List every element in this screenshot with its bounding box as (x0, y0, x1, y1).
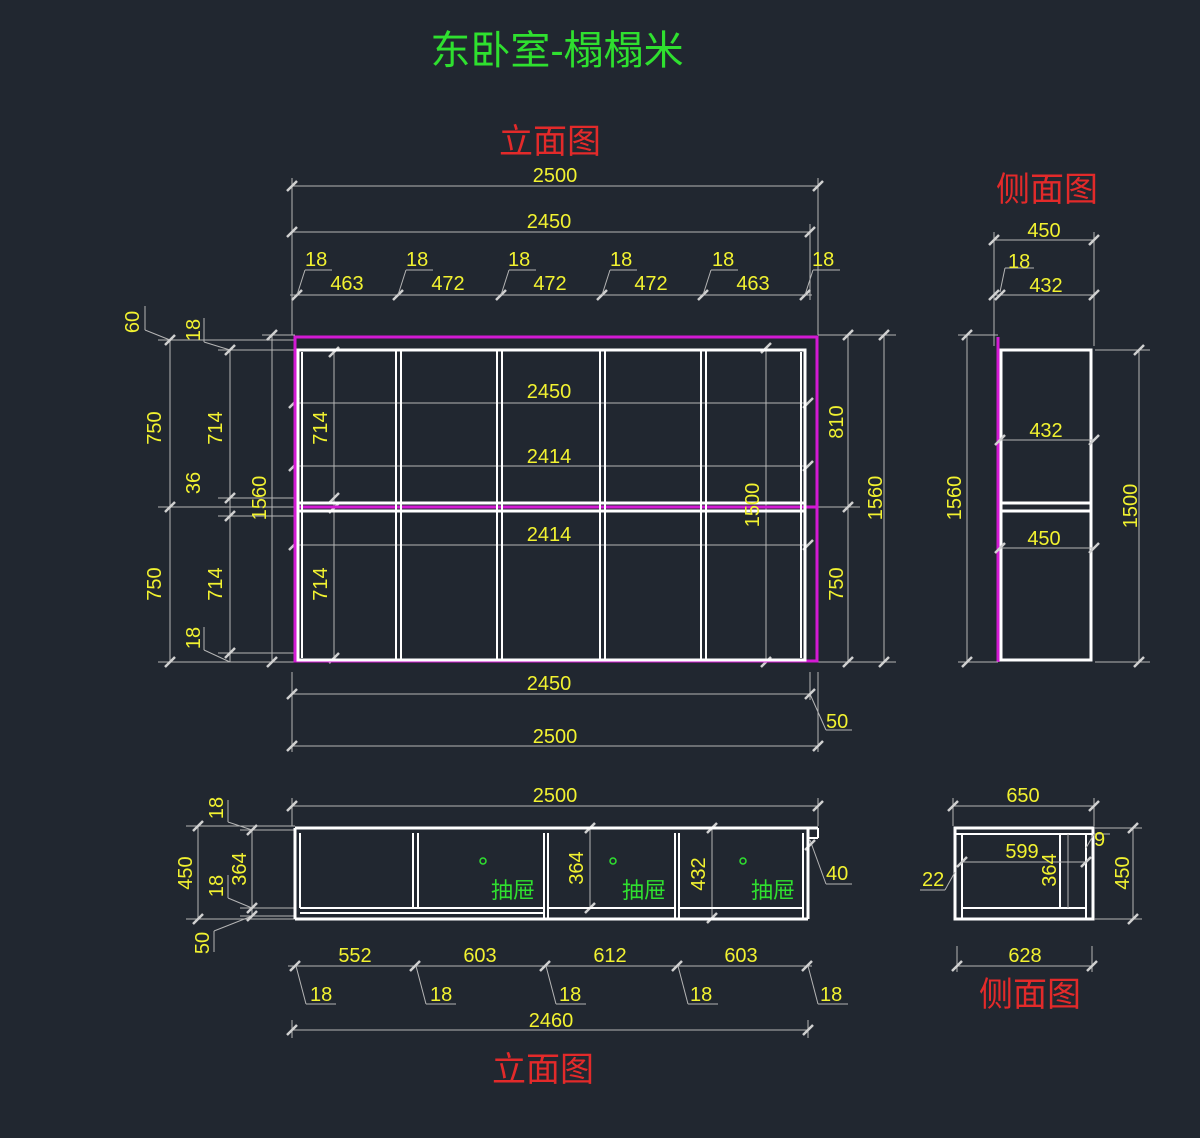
dim-side-inner-depth: 432 (1029, 275, 1062, 297)
drawing-title: 东卧室-榻榻米 (430, 29, 683, 73)
dim-left: 18 (183, 319, 205, 341)
dim-drawer-height: 364 (566, 851, 588, 884)
dim-inner-height: 714 (310, 411, 332, 444)
dim-bottom-side-depth: 650 (1006, 785, 1039, 807)
dim-bottom-board: 18 (690, 984, 712, 1006)
dim-board: 18 (812, 249, 834, 271)
dim-bottom-bay: 612 (593, 945, 626, 967)
dim-bottom-left: 18 (206, 797, 228, 819)
dim-right: 810 (826, 405, 848, 438)
dim-bottom-bay: 603 (463, 945, 496, 967)
dim-bottom-right: 40 (826, 863, 848, 885)
dim-bottom-bay: 552 (338, 945, 371, 967)
dim-center: 2450 (527, 381, 572, 403)
dim-left: 750 (144, 411, 166, 444)
side-view-label-top: 侧面图 (996, 171, 1098, 209)
drawer-label: 抽屉 (622, 878, 666, 903)
dim-right: 750 (826, 567, 848, 600)
dim-bottom-board: 18 (310, 984, 332, 1006)
dim-left: 750 (144, 567, 166, 600)
bottom-side-view (920, 798, 1142, 972)
dim-board: 18 (712, 249, 734, 271)
drawer-label: 抽屉 (491, 878, 535, 903)
drawer-label: 抽屉 (751, 878, 795, 903)
dim-bottom-side-height: 450 (1112, 856, 1134, 889)
dim-left: 60 (122, 311, 144, 333)
dim-center: 2414 (527, 446, 572, 468)
dim-bottom-side-inner-depth: 599 (1005, 841, 1038, 863)
dim-bottom-total: 2460 (529, 1010, 574, 1032)
dim-bottom: 2500 (533, 726, 578, 748)
dim-bottom-side-left-offset: 22 (922, 869, 944, 891)
elevation-label-bottom: 立面图 (492, 1051, 594, 1089)
dim-center: 2414 (527, 524, 572, 546)
dim-left: 714 (205, 567, 227, 600)
dim-side-height-right: 1500 (1120, 484, 1142, 529)
bottom-elevation-dimension-lines (186, 798, 852, 1038)
elevation-label-top: 立面图 (499, 123, 601, 161)
dim-board: 18 (305, 249, 327, 271)
dim-bay-width: 463 (736, 273, 769, 295)
dim-side-shelf-depth: 432 (1029, 420, 1062, 442)
dim-bay-width: 472 (533, 273, 566, 295)
dim-side-board: 18 (1008, 251, 1030, 273)
dim-bay-width: 472 (431, 273, 464, 295)
dim-board: 18 (406, 249, 428, 271)
bottom-elevation-dimension-text: 2500 18 450 18 364 50 364 432 40 552 603… (175, 785, 848, 1032)
dim-drawer-height: 432 (688, 857, 710, 890)
top-side-view (958, 232, 1150, 668)
dim-bottom-left: 50 (192, 932, 214, 954)
drawer-markers (479, 857, 747, 865)
dim-board: 18 (610, 249, 632, 271)
top-side-dimension-text: 450 18 432 432 450 1560 1500 (944, 220, 1142, 550)
dim-overall-width: 2500 (533, 165, 578, 187)
side-view-label-bottom: 侧面图 (979, 976, 1081, 1014)
dim-board: 18 (508, 249, 530, 271)
dim-side-bottom-depth: 450 (1027, 528, 1060, 550)
dim-bottom-bay: 603 (724, 945, 757, 967)
dim-inner-width: 2450 (527, 211, 572, 233)
dim-left: 1560 (249, 476, 271, 521)
dim-side-height-left: 1560 (944, 476, 966, 521)
dim-bay-width: 463 (330, 273, 363, 295)
top-elevation-dimension-text: 2500 2450 18 18 18 18 18 18 463 472 472 … (122, 165, 887, 748)
dim-left: 36 (183, 472, 205, 494)
dim-bottom-left: 450 (175, 856, 197, 889)
dim-bottom: 2450 (527, 673, 572, 695)
bottom-side-dimension-text: 650 599 364 9 22 450 628 (922, 785, 1134, 967)
dim-bottom-left: 364 (229, 852, 251, 885)
dim-side-depth: 450 (1027, 220, 1060, 242)
dim-right: 1500 (742, 483, 764, 528)
dim-left: 714 (205, 411, 227, 444)
dim-bottom-board: 18 (820, 984, 842, 1006)
top-elevation-dimension-lines (144, 178, 896, 752)
dim-right: 1560 (865, 476, 887, 521)
dim-bottom: 50 (826, 711, 848, 733)
dim-bottom-side-inner-height: 364 (1039, 853, 1061, 886)
dim-left: 18 (183, 627, 205, 649)
top-elevation-cabinet (293, 335, 819, 663)
dim-bottom-board: 18 (430, 984, 452, 1006)
dim-bay-width: 472 (634, 273, 667, 295)
bottom-elevation-cabinet (293, 826, 819, 921)
dim-bottom-overall: 2500 (533, 785, 578, 807)
dim-bottom-side-bottom-depth: 628 (1008, 945, 1041, 967)
dim-bottom-left: 18 (206, 875, 228, 897)
dim-bottom-board: 18 (559, 984, 581, 1006)
dim-bottom-side-top-offset: 9 (1094, 829, 1105, 851)
dim-inner-height: 714 (310, 567, 332, 600)
